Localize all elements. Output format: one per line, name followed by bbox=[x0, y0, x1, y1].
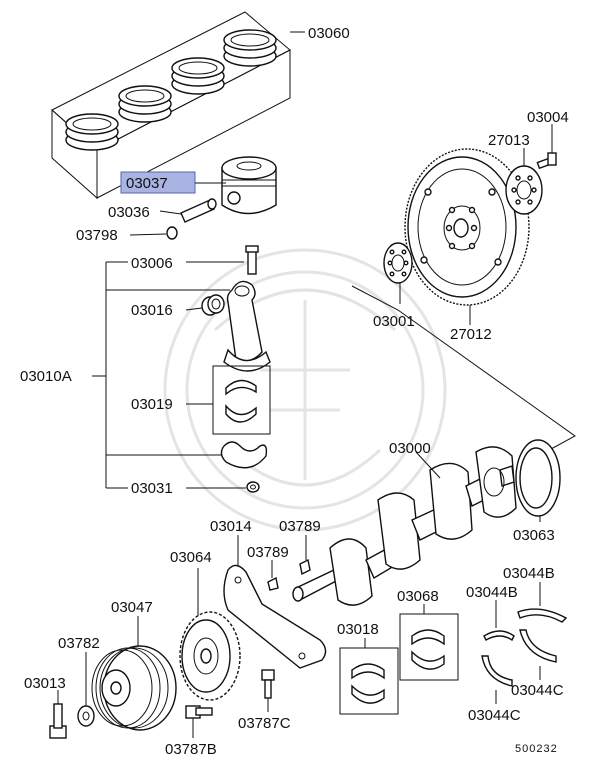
con-rod-cap[interactable] bbox=[220, 441, 268, 469]
label-03044C-left[interactable]: 03044C bbox=[468, 707, 521, 724]
woodruff-key-2[interactable] bbox=[267, 576, 279, 591]
label-03016[interactable]: 03016 bbox=[131, 302, 173, 319]
label-03047[interactable]: 03047 bbox=[111, 599, 153, 616]
rear-oil-seal[interactable] bbox=[515, 439, 561, 517]
sprocket-bolt[interactable] bbox=[185, 705, 213, 719]
woodruff-key-1[interactable] bbox=[299, 558, 311, 576]
label-03798[interactable]: 03798 bbox=[76, 227, 118, 244]
label-03019[interactable]: 03019 bbox=[131, 396, 173, 413]
ring-stack-1 bbox=[65, 113, 119, 151]
plate-bolt[interactable] bbox=[261, 669, 275, 699]
crank-sprocket[interactable] bbox=[179, 611, 241, 701]
con-rod-nut[interactable] bbox=[246, 481, 260, 493]
label-03018[interactable]: 03018 bbox=[337, 621, 379, 638]
label-03031[interactable]: 03031 bbox=[131, 480, 173, 497]
flywheel-adapter-plate[interactable] bbox=[505, 165, 543, 215]
piston-pin[interactable] bbox=[180, 198, 217, 223]
flywheel-spacer-plate[interactable] bbox=[383, 242, 413, 284]
ring-stack-3 bbox=[171, 57, 225, 95]
label-03044C-right[interactable]: 03044C bbox=[511, 682, 564, 699]
label-03000[interactable]: 03000 bbox=[389, 440, 431, 457]
label-03064[interactable]: 03064 bbox=[170, 549, 212, 566]
label-27013[interactable]: 27013 bbox=[488, 132, 530, 149]
diagram-reference-code: 500232 bbox=[515, 743, 558, 755]
crankshaft[interactable] bbox=[292, 446, 517, 606]
con-rod-bolt[interactable] bbox=[245, 245, 259, 275]
ring-stack-2 bbox=[118, 85, 172, 123]
label-03010A[interactable]: 03010A bbox=[20, 368, 72, 385]
thrust-washer-upper-left[interactable] bbox=[483, 630, 515, 642]
crankshaft-pulley[interactable] bbox=[91, 645, 177, 731]
snap-ring[interactable] bbox=[166, 226, 178, 240]
flywheel[interactable] bbox=[404, 148, 530, 306]
thrust-washer-upper-right[interactable] bbox=[517, 608, 568, 623]
main-bearing-set-b[interactable] bbox=[399, 613, 459, 681]
assembly-link-line bbox=[351, 285, 576, 456]
con-rod-assembly-bracket bbox=[92, 261, 230, 489]
label-03789-mid[interactable]: 03789 bbox=[247, 544, 289, 561]
ring-stack-4 bbox=[223, 29, 277, 67]
label-03036[interactable]: 03036 bbox=[108, 204, 150, 221]
label-03006[interactable]: 03006 bbox=[131, 255, 173, 272]
main-bearing-set-a[interactable] bbox=[339, 647, 399, 715]
label-03013[interactable]: 03013 bbox=[24, 675, 66, 692]
con-rod-bearing-pair[interactable] bbox=[212, 365, 271, 435]
thrust-washer-lower-right[interactable] bbox=[519, 629, 557, 663]
label-27012[interactable]: 27012 bbox=[450, 326, 492, 343]
connecting-rod[interactable] bbox=[223, 280, 271, 372]
piston-ring-set[interactable] bbox=[51, 11, 291, 200]
thrust-washer-lower-left[interactable] bbox=[481, 655, 513, 687]
pulley-bolt[interactable] bbox=[49, 703, 67, 739]
label-03044B-right[interactable]: 03044B bbox=[503, 565, 555, 582]
flywheel-bolt[interactable] bbox=[536, 152, 557, 170]
label-03044B-left[interactable]: 03044B bbox=[466, 584, 518, 601]
watermark-emblem bbox=[163, 248, 447, 532]
label-03063[interactable]: 03063 bbox=[513, 527, 555, 544]
label-03787B[interactable]: 03787B bbox=[165, 741, 217, 758]
label-03004[interactable]: 03004 bbox=[527, 109, 569, 126]
piston[interactable] bbox=[221, 156, 277, 215]
pulley-washer[interactable] bbox=[77, 705, 95, 727]
label-03782[interactable]: 03782 bbox=[58, 635, 100, 652]
label-03014[interactable]: 03014 bbox=[210, 518, 252, 535]
con-rod-bushing[interactable] bbox=[201, 294, 225, 316]
label-03037[interactable]: 03037 bbox=[126, 175, 168, 192]
label-03068[interactable]: 03068 bbox=[397, 588, 439, 605]
label-03787C[interactable]: 03787C bbox=[238, 715, 291, 732]
label-03789-top[interactable]: 03789 bbox=[279, 518, 321, 535]
label-03060[interactable]: 03060 bbox=[308, 25, 350, 42]
label-03001[interactable]: 03001 bbox=[373, 313, 415, 330]
